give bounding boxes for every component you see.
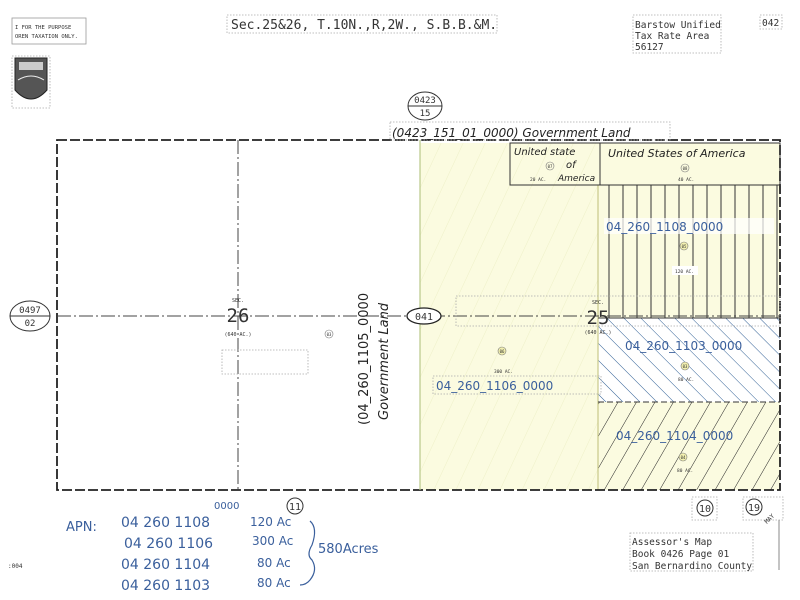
parcel-1103-apn: 04_260_1103_0000 [625, 339, 742, 353]
disclaimer-line-2: OREN TAXATION ONLY. [15, 34, 78, 40]
apn-suffix: 0000 [214, 501, 239, 512]
parcel-1106-apn: 04_260_1106_0000 [436, 379, 553, 393]
parcel-08-owner: United States of America [608, 147, 746, 160]
road-number-badge: 041 [406, 307, 442, 325]
parcel-08-acres: 40 AC. [678, 177, 694, 183]
county-seal-icon [11, 55, 51, 109]
badge-19-text: 19 [748, 503, 760, 514]
page-code: 042 [762, 18, 779, 29]
section-title: Sec.25&26, T.10N.,R,2W., S.B.B.&M. [231, 18, 497, 33]
parcel-1108-number: 05 [682, 244, 687, 249]
parcel-1108[interactable]: 04_260_1108_0000 05 120 AC. [604, 218, 774, 275]
adjoining-top-page: 15 [420, 109, 431, 119]
acres-1108: 120 Ac [250, 515, 291, 529]
assessor-map-title: Assessor's Map [632, 537, 712, 548]
road-number: 041 [415, 312, 433, 323]
parcel-1104-number: 04 [681, 455, 686, 460]
tax-area-district: Barstow Unified [635, 20, 721, 31]
parcel-1104-acres: 80 AC. [677, 468, 693, 474]
parcel-1103-area[interactable] [598, 318, 780, 402]
apn-total-acres: 580Acres [318, 542, 379, 557]
parcel-08-number: 08 [683, 166, 688, 171]
sec-25-area: (640 AC.) [584, 330, 611, 336]
sec-25-number: 25 [587, 307, 610, 329]
book-page: Book 0426 Page 01 [632, 549, 730, 560]
apn-row-1106: 04 260 1106 [124, 536, 213, 552]
disclaimer-line-1: I FOR THE PURPOSE [15, 25, 71, 31]
may-label: MAY [763, 513, 776, 526]
parcel-1106[interactable]: 06 300 AC. 04_260_1106_0000 [432, 346, 602, 395]
apn-label: APN: [66, 520, 97, 535]
acres-1103: 80 Ac [257, 576, 291, 590]
adjoining-left-page: 02 [25, 319, 36, 329]
parcel-07[interactable]: United state 07 of 20 AC. America [514, 147, 595, 184]
map-badge-19: 19 MAY [742, 496, 784, 570]
parcel-1104[interactable]: 04_260_1104_0000 04 80 AC. [616, 429, 733, 474]
badge-10-text: 10 [699, 504, 711, 515]
adjoining-left-book: 0497 [19, 306, 41, 316]
parcel-1105[interactable]: 03 (04_260_1105_0000 Government Land [324, 293, 392, 425]
parcel-1105-apn: (04_260_1105_0000 [357, 293, 372, 425]
parcel-07-owner-2: of [566, 160, 577, 171]
acres-1104: 80 Ac [257, 556, 291, 570]
adjoining-map-top[interactable]: 0423 15 [407, 91, 443, 121]
parcel-07-owner-3: America [557, 174, 595, 184]
parcel-07-acres: 20 AC. [530, 177, 546, 183]
parcel-1108-apn: 04_260_1108_0000 [606, 220, 723, 234]
tax-area-number: 56127 [635, 42, 664, 53]
parcel-07-owner: United state [514, 147, 575, 158]
apn-summary: APN: 0000 04 260 1108 04 260 1106 04 260… [66, 501, 379, 594]
section-26-label: SEC. 26 (640 AC.) [221, 298, 309, 375]
apn-row-1108: 04 260 1108 [121, 515, 210, 531]
acres-1106: 300 Ac [252, 534, 293, 548]
sec-26-area: (640 AC.) [224, 332, 251, 338]
parcel-1104-apn: 04_260_1104_0000 [616, 429, 733, 443]
parcel-1103-number: 03 [683, 364, 688, 369]
total-brace-icon [299, 520, 316, 586]
county-name: San Bernardino County [632, 561, 752, 572]
parcel-07-number: 07 [548, 164, 553, 169]
parcel-08[interactable]: United States of America 08 40 AC. [608, 147, 746, 183]
sec-26-prefix: SEC. [232, 298, 244, 304]
map-badge-11: 11 [286, 497, 304, 515]
adjoining-map-left[interactable]: 0497 02 [9, 300, 51, 332]
apn-row-1104: 04 260 1104 [121, 557, 210, 573]
parcel-1106-acres: 300 AC. [494, 369, 513, 375]
sec-26-number: 26 [227, 305, 250, 327]
parcel-1105-owner: Government Land [377, 302, 392, 420]
parcel-1106-number: 06 [500, 349, 505, 354]
map-badge-10: 10 [691, 496, 718, 521]
tax-area-label: Tax Rate Area [635, 31, 709, 42]
sec-25-prefix: SEC. [592, 300, 604, 306]
parcel-1103[interactable]: 04_260_1103_0000 03 80 AC. [625, 339, 742, 383]
parcel-1108-area[interactable] [598, 185, 780, 318]
parcel-1108-acres: 120 AC. [675, 269, 694, 275]
parcel-1103-acres: 80 AC. [678, 377, 694, 383]
disclaimer-box: I FOR THE PURPOSE OREN TAXATION ONLY. [11, 17, 87, 45]
parcel-1104-area[interactable] [598, 402, 780, 490]
badge-11-text: 11 [289, 502, 301, 513]
parcel-1105-number: 03 [327, 332, 332, 337]
apn-row-1103: 04 260 1103 [121, 578, 210, 594]
sheet-code: :004 [8, 563, 23, 570]
adjoining-top-book: 0423 [414, 96, 436, 106]
section-25-label: SEC. 25 (640 AC.) [455, 295, 781, 336]
government-land-label: (0423_151_01_0000) Government Land [392, 126, 631, 140]
